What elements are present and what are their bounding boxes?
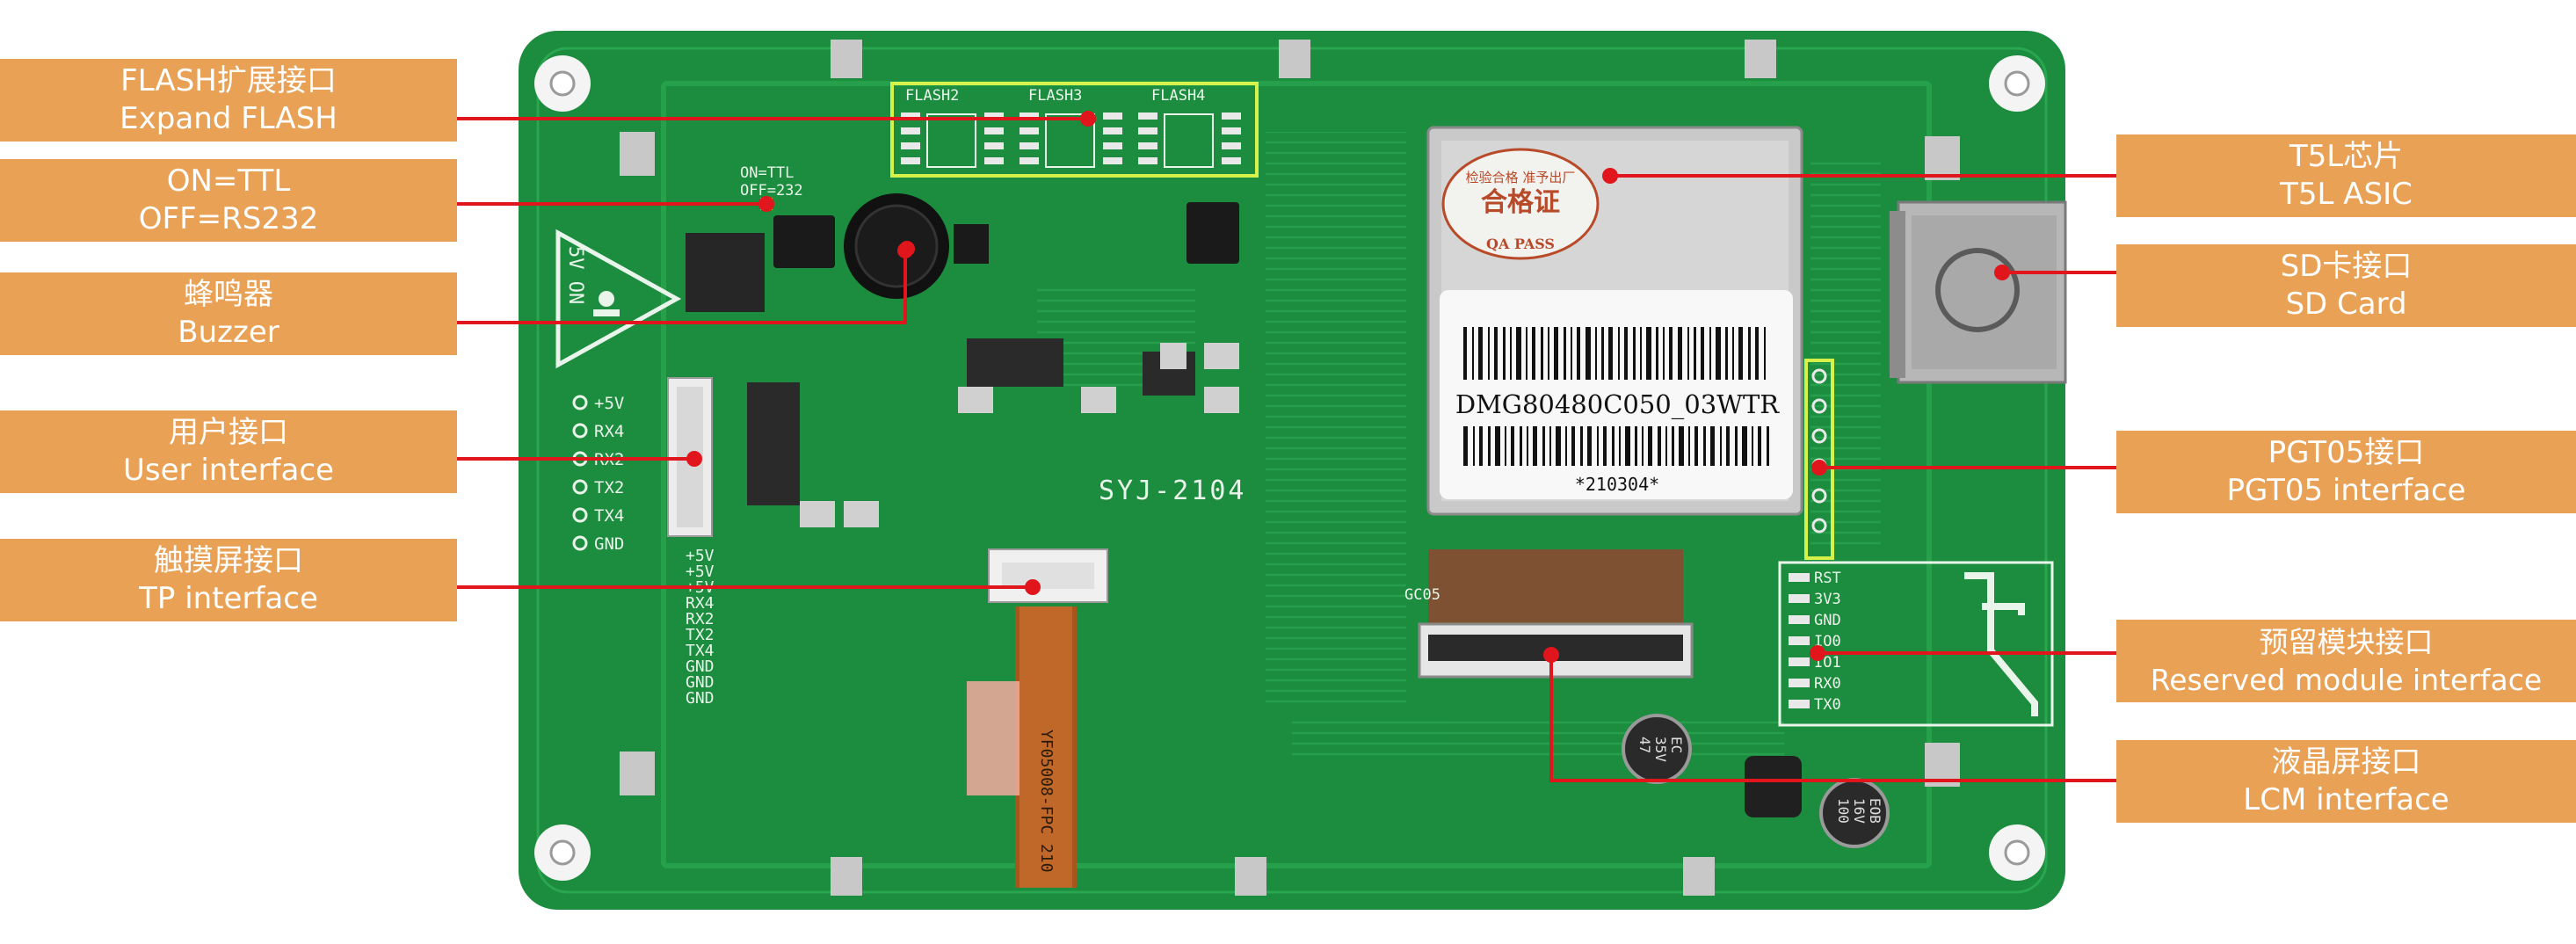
- passive-parts: [800, 343, 1239, 527]
- trace-areas: [1037, 132, 1881, 756]
- callout-user-cn: 用户接口: [169, 415, 288, 450]
- edge-clips: [620, 40, 1960, 896]
- callout-sd-en: SD Card: [2285, 287, 2407, 322]
- callout-t5l-en: T5L ASIC: [2280, 177, 2413, 212]
- t5l-shield: 检验合格 准予出厂 合格证 QA PASS DMG80480C050_03WTR…: [1426, 126, 1803, 516]
- warning-sign: 5V ON: [555, 229, 682, 369]
- callout-user: 用户接口 User interface: [0, 410, 457, 493]
- callout-lcm-en: LCM interface: [2243, 782, 2449, 817]
- tp-pin-label: GND: [686, 657, 715, 676]
- flash3-label: FLASH3: [1028, 87, 1082, 105]
- callout-user-en: User interface: [123, 453, 334, 488]
- callout-ttl-cn: ON=TTL: [166, 163, 291, 199]
- pcb-inner-border: [661, 81, 1932, 868]
- small-ics: [686, 202, 1239, 505]
- callout-buzzer: 蜂鸣器 Buzzer: [0, 272, 457, 355]
- inductor: [1745, 756, 1802, 817]
- callout-pgt-en: PGT05 interface: [2226, 473, 2466, 508]
- flash-area: FLASH2 FLASH3 FLASH4: [890, 82, 1259, 178]
- callout-t5l-cn: T5L芯片: [2289, 139, 2404, 174]
- reserved-pin-label: GND: [1814, 612, 1841, 629]
- cap1-line: 35V: [1652, 737, 1669, 762]
- cap2-line: 100: [1835, 798, 1852, 824]
- callout-lcm: 液晶屏接口 LCM interface: [2116, 740, 2576, 823]
- user-pins: +5V RX4 RX2 TX2 TX4 GND: [572, 394, 624, 554]
- callout-flash-en: Expand FLASH: [120, 101, 337, 136]
- flash2-label: FLASH2: [905, 87, 959, 105]
- sd-card-slot: [1890, 200, 2067, 384]
- tp-pin-label: TX2: [686, 626, 715, 644]
- tp-connector: [988, 548, 1108, 603]
- callout-flash: FLASH扩展接口 Expand FLASH: [0, 59, 457, 142]
- warning-text: 5V ON: [564, 246, 586, 304]
- tp-pin-label: +5V: [686, 547, 715, 565]
- copper-pad: [967, 681, 1020, 795]
- connector-label: GC05: [1404, 586, 1440, 604]
- tp-pin-label: RX4: [686, 594, 715, 613]
- mounting-holes: [534, 55, 2045, 881]
- flash4-label: FLASH4: [1151, 87, 1205, 105]
- callout-buzzer-en: Buzzer: [178, 315, 279, 350]
- pointer-lcm: [1549, 655, 2116, 782]
- pointer-dots: [686, 111, 2010, 663]
- reserved-pin-label: 3V3: [1814, 591, 1841, 608]
- chip-stamp-top: 检验合格 准予出厂: [1466, 170, 1576, 185]
- reserved-pin-label: RX0: [1814, 675, 1841, 693]
- callout-sd: SD卡接口 SD Card: [2116, 244, 2576, 327]
- callout-pgt: PGT05接口 PGT05 interface: [2116, 431, 2576, 513]
- user-pin-label: GND: [594, 534, 624, 554]
- tp-pin-label: GND: [686, 689, 715, 708]
- callout-buzzer-cn: 蜂鸣器: [184, 277, 273, 312]
- chip-stamp-main: 合格证: [1481, 187, 1560, 218]
- switch-off-label: OFF=232: [740, 182, 803, 200]
- capacitor-100uf: 100 16V EOB: [1819, 778, 1890, 848]
- callout-t5l: T5L芯片 T5L ASIC: [2116, 134, 2576, 217]
- callout-tp-cn: 触摸屏接口: [154, 543, 303, 578]
- user-pin-label: +5V: [594, 394, 624, 413]
- callout-sd-cn: SD卡接口: [2280, 249, 2413, 284]
- callout-ttl-en: OFF=RS232: [138, 201, 319, 236]
- tp-pin-label: TX4: [686, 642, 715, 660]
- tp-pin-label: +5V: [686, 563, 715, 581]
- fpc-text: YF05008-FPC 210: [1037, 730, 1056, 873]
- date-code: *210304*: [1575, 474, 1659, 495]
- callout-tp: 触摸屏接口 TP interface: [0, 539, 457, 621]
- callout-reserved-cn: 预留模块接口: [2259, 625, 2434, 659]
- callout-ttl: ON=TTL OFF=RS232: [0, 159, 457, 242]
- reserved-module: RST 3V3 GND IO0 IO1 RX0 TX0: [1778, 561, 2054, 727]
- cap1-line: 47: [1636, 737, 1653, 753]
- buzzer: [844, 193, 949, 299]
- model-number: DMG80480C050_03WTR: [1455, 389, 1780, 420]
- tp-pins: +5V +5V +5V RX4 RX2 TX2 TX4 GND GND GND: [686, 547, 715, 708]
- board-name: SYJ-2104: [1099, 476, 1247, 506]
- reserved-pin-label: RST: [1814, 570, 1841, 587]
- callout-reserved: 预留模块接口 Reserved module interface: [2116, 620, 2576, 702]
- capacitor-47uf: 47 35V EC: [1622, 714, 1692, 784]
- tp-pin-label: GND: [686, 673, 715, 692]
- tp-pin-label: RX2: [686, 610, 715, 628]
- user-pin-label: TX2: [594, 478, 624, 497]
- callout-reserved-en: Reserved module interface: [2150, 663, 2543, 697]
- cap1-line: EC: [1668, 737, 1685, 753]
- lcm-connector: GC05: [1404, 549, 1694, 679]
- cap2-line: 16V: [1851, 798, 1868, 824]
- reserved-pin-label: TX0: [1814, 696, 1841, 714]
- pointer-lines: [457, 117, 2116, 782]
- user-pin-label: TX4: [594, 506, 624, 526]
- fpc-cable: YF05008-FPC 210: [1015, 606, 1077, 888]
- callout-flash-cn: FLASH扩展接口: [120, 63, 337, 98]
- callout-tp-en: TP interface: [139, 581, 318, 616]
- chip-stamp-bottom: QA PASS: [1486, 236, 1555, 252]
- pointer-buzzer: [457, 251, 907, 324]
- user-pin-label: RX4: [594, 422, 624, 441]
- callout-pgt-cn: PGT05接口: [2268, 435, 2425, 470]
- switch-on-label: ON=TTL: [740, 164, 794, 182]
- cap2-line: EOB: [1867, 798, 1883, 824]
- callout-lcm-cn: 液晶屏接口: [2271, 744, 2421, 780]
